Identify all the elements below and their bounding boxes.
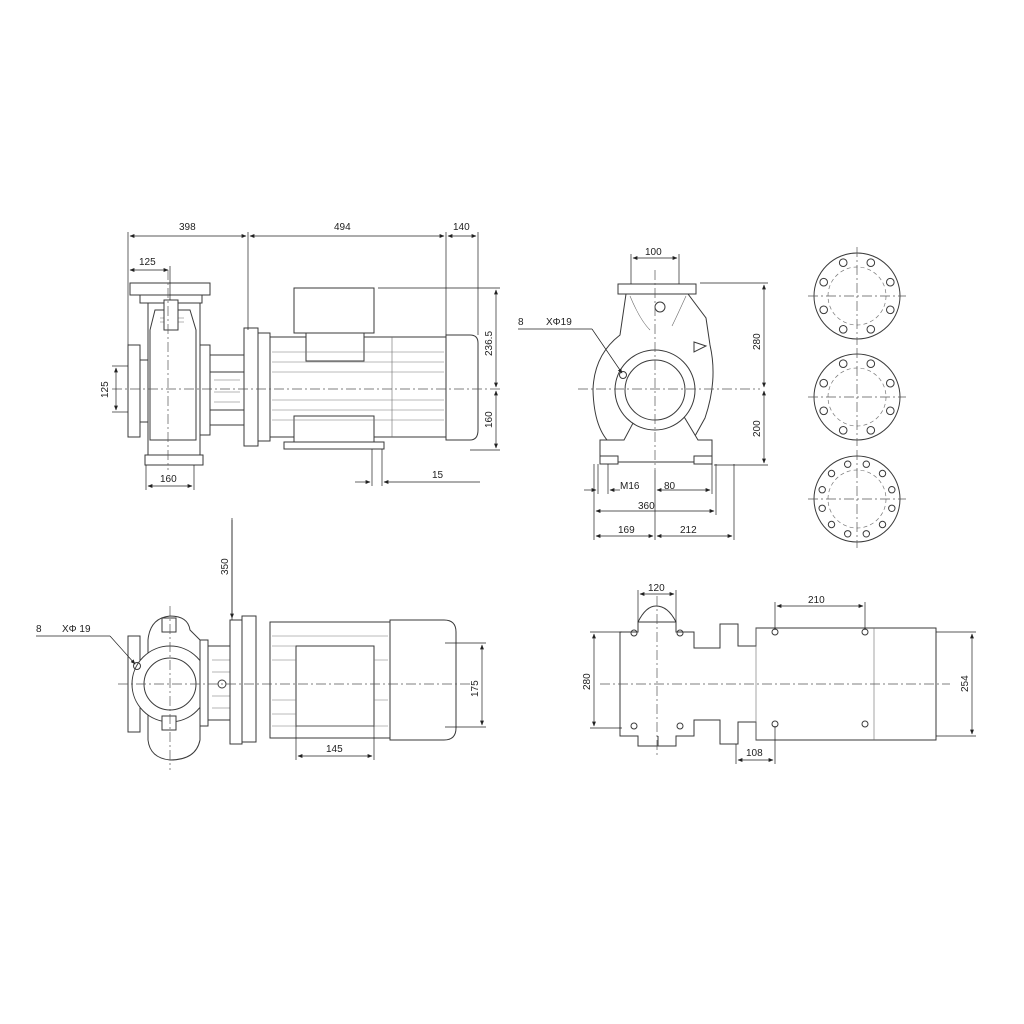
bolt-hole (866, 258, 876, 268)
dim-254: 254 (960, 675, 971, 692)
dim-15: 15 (432, 470, 444, 481)
dim-175: 175 (470, 680, 481, 697)
hole-count-front: 8 (518, 317, 524, 328)
bolt-hole (866, 359, 876, 369)
dim-350: 350 (220, 558, 231, 575)
top-view: 350 8 XΦ 19 175 145 (36, 518, 486, 770)
top-view-motor (229, 615, 457, 745)
side-view: 398 494 140 125 125 236.5 160 15 16 (100, 222, 500, 490)
front-view-dimensions: 100 8 XΦ19 280 200 M16 80 360 (518, 247, 768, 540)
base-view: 120 210 280 254 108 (582, 583, 976, 764)
bolt-hole (844, 460, 852, 468)
bolt-hole (878, 520, 887, 529)
base-view-dimensions: 120 210 280 254 108 (582, 583, 976, 764)
bolt-hole (888, 504, 896, 512)
dim-212: 212 (680, 525, 697, 536)
side-view-dimensions: 398 494 140 125 125 236.5 160 15 16 (100, 222, 500, 490)
hole-spec-top: XΦ 19 (62, 624, 91, 635)
top-view-pump (127, 615, 247, 761)
bolt-hole (838, 258, 848, 268)
bolt-hole (878, 469, 887, 478)
flange-pattern-1 (808, 247, 906, 345)
dim-120: 120 (648, 583, 665, 594)
dim-236-5: 236.5 (484, 331, 495, 356)
bolt-hole (838, 325, 848, 334)
flange-pattern-3 (808, 450, 906, 548)
dim-145: 145 (326, 744, 343, 755)
bolt-hole (862, 530, 870, 538)
dim-125-top: 125 (139, 257, 156, 268)
dim-280-base: 280 (582, 673, 593, 690)
dim-200: 200 (752, 420, 763, 437)
dim-360: 360 (638, 501, 655, 512)
flange-pattern-2 (808, 348, 906, 446)
top-view-dimensions: 350 8 XΦ 19 175 145 (36, 518, 486, 760)
bolt-holes-1 (819, 258, 895, 334)
bolt-hole (827, 469, 836, 478)
bolt-hole (818, 486, 826, 494)
dim-169: 169 (618, 525, 635, 536)
side-view-motor (243, 287, 479, 450)
bolt-hole (888, 486, 896, 494)
bolt-hole (844, 530, 852, 538)
bolt-holes-3 (818, 460, 896, 538)
bolt-hole (819, 305, 829, 315)
hole-spec-front: XΦ19 (546, 317, 572, 328)
bolt-hole (886, 277, 895, 287)
dim-160-right: 160 (484, 411, 495, 428)
side-view-pump-casing (127, 282, 245, 466)
dim-210: 210 (808, 595, 825, 606)
bolt-hole (862, 460, 870, 468)
bolt-hole (838, 426, 848, 435)
dim-280-front: 280 (752, 333, 763, 350)
bolt-hole (838, 359, 848, 369)
dim-80: 80 (664, 481, 676, 492)
dim-494: 494 (334, 222, 351, 233)
front-view: 100 8 XΦ19 280 200 M16 80 360 (518, 247, 768, 540)
bolt-hole (819, 406, 829, 416)
hole-count-top: 8 (36, 624, 42, 635)
bolt-hole (819, 277, 829, 287)
bolt-hole (866, 426, 876, 435)
bolt-hole (819, 378, 829, 388)
bolt-hole (827, 520, 836, 529)
bolt-hole (886, 406, 895, 416)
bolt-hole (866, 325, 876, 334)
dim-160-bottom: 160 (160, 474, 177, 485)
dim-108: 108 (746, 748, 763, 759)
dim-125-left: 125 (100, 381, 111, 398)
bolt-holes-2 (819, 359, 895, 435)
bolt-hole (818, 504, 826, 512)
bolt-hole (886, 305, 895, 315)
base-view-outline (619, 605, 937, 747)
m16-label: M16 (620, 481, 640, 492)
flange-patterns (808, 247, 906, 548)
front-view-volute (592, 283, 714, 465)
bolt-hole (886, 378, 895, 388)
dim-398: 398 (179, 222, 196, 233)
dim-100: 100 (645, 247, 662, 258)
dim-140: 140 (453, 222, 470, 233)
